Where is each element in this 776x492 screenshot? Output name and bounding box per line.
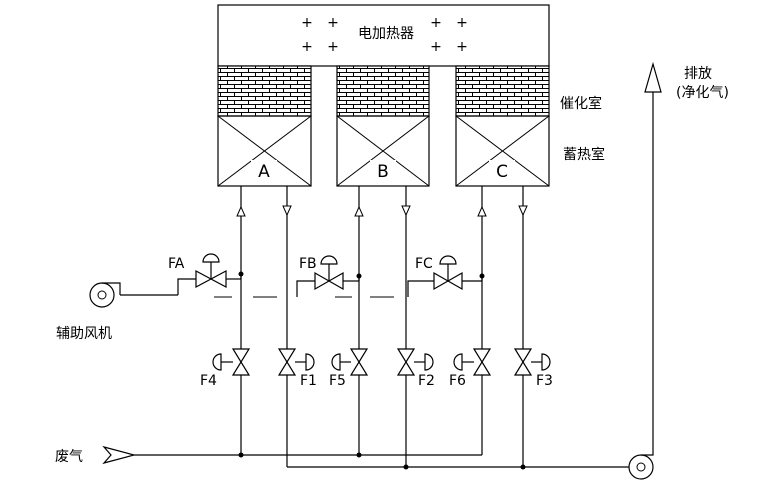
actuator-icon [320,255,338,265]
actuator-icon [439,255,457,265]
plus-mark: + [456,15,468,31]
switching-valve-f5[interactable]: F5 [329,348,369,389]
electric-heater: 电加热器 + + + + + + + + [217,4,550,67]
heater-label: 电加热器 [358,26,414,42]
catalytic-bed-a [217,65,312,117]
plus-mark: + [301,39,313,55]
regenerative-chamber-label: 蓄热室 [563,146,605,163]
valve-tag-f6: F6 [449,373,466,389]
catalytic-bed-b [336,65,430,117]
valve-icon [231,348,251,376]
control-valve-fc[interactable]: FC [415,255,463,291]
plus-mark: + [301,15,313,31]
actuator-icon [424,353,434,371]
chamber-a: A [217,65,312,187]
valve-tag-fc: FC [415,256,433,272]
auxiliary-fan [89,282,121,308]
valve-icon [277,348,297,376]
heater-plus-marks: + + + + + + + + [301,15,468,55]
arrow-up-icon [354,205,364,217]
actuator-icon [541,353,551,371]
arrow-down-icon [518,205,528,217]
chamber-label-a: A [258,162,270,182]
switching-valve-f1[interactable]: F1 [277,348,317,389]
actuator-icon [212,353,222,371]
flow-arrows [236,205,528,217]
switching-valve-f3[interactable]: F3 [513,348,553,389]
valve-icon [472,348,492,376]
catalytic-bed-c [455,65,550,117]
valve-tag-fb: FB [299,256,317,272]
actuator-icon [305,353,315,371]
catalytic-chamber-label: 催化室 [560,95,602,112]
valve-tag-f3: F3 [536,373,553,389]
switching-valve-f4[interactable]: F4 [200,348,251,389]
actuator-icon [453,353,463,371]
valve-icon [513,348,533,376]
inlet-arrow-icon [102,445,137,465]
chamber-c: C [455,65,550,187]
arrow-up-icon [477,205,487,217]
aux-fan-label: 辅助风机 [56,326,112,342]
arrow-down-icon [282,205,292,217]
fan-icon [628,454,654,480]
chamber-b: B [336,65,430,187]
main-fan [628,447,654,480]
exhaust-label: 排放 [684,66,712,82]
control-valve-fb[interactable]: FB [299,255,344,291]
regenerative-bed-c [455,115,550,187]
arrow-up-icon [236,205,246,217]
valve-tag-f1: F1 [300,373,317,389]
regenerative-bed-b [336,115,430,187]
valve-icon [396,348,416,376]
switching-valve-f6[interactable]: F6 [449,348,492,389]
vertical-pipes [240,186,524,467]
exhaust-stack [644,61,662,447]
control-valve-fa[interactable]: FA [168,253,227,288]
exhaust-arrow-icon [644,61,662,93]
valve-tag-f4: F4 [200,373,217,389]
regenerative-bed-a [217,115,312,187]
valve-tag-fa: FA [168,256,185,272]
chamber-label-b: B [377,162,389,182]
plus-mark: + [456,39,468,55]
exhaust-sub-label: (净化气) [676,85,729,101]
plus-mark: + [430,15,442,31]
arrow-down-icon [401,205,411,217]
plus-mark: + [430,39,442,55]
switching-valve-f2[interactable]: F2 [396,348,435,389]
valve-tag-f5: F5 [329,373,346,389]
plus-mark: + [327,15,339,31]
plus-mark: + [327,39,339,55]
waste-gas-header [102,445,482,465]
valve-icon [349,348,369,376]
clean-gas-header [287,464,628,470]
aux-air-header [120,271,485,298]
waste-gas-label: 废气 [55,449,83,465]
actuator-icon [202,253,220,263]
valve-tag-f2: F2 [418,373,435,389]
fan-icon [89,282,115,308]
actuator-icon [331,353,341,371]
chamber-label-c: C [496,162,508,182]
